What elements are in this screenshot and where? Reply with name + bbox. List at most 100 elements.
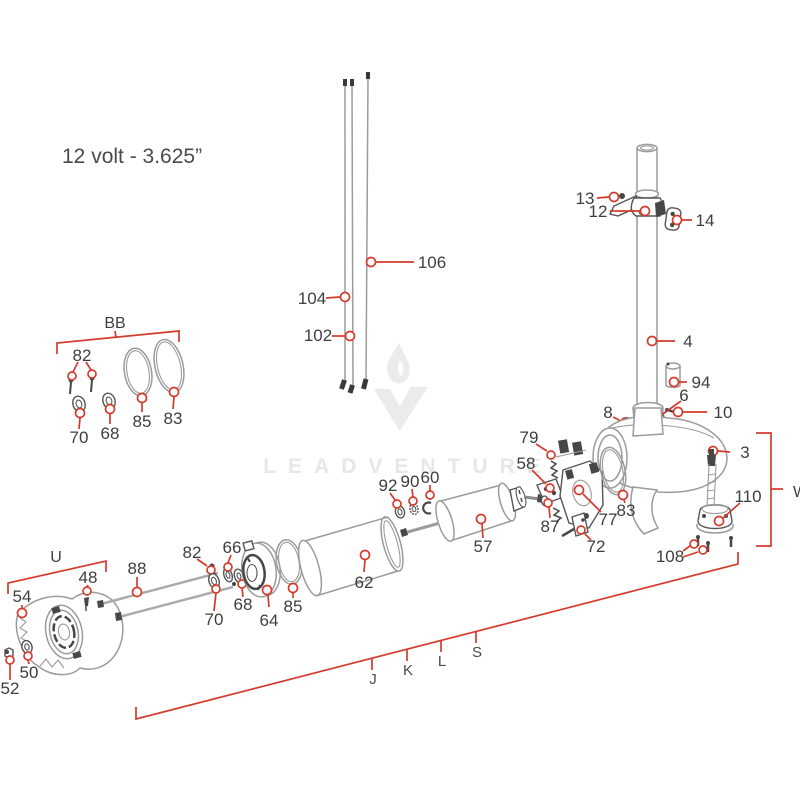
part-label-6: 6 <box>679 386 688 405</box>
callout-79: 79 <box>520 428 556 460</box>
end-cap-54 <box>15 591 124 676</box>
part-label-77: 77 <box>599 510 618 529</box>
callout-m64: 64 <box>260 584 278 630</box>
part-label-68b: 68 <box>234 595 253 614</box>
part-label-70: 70 <box>70 428 89 447</box>
callout-bb-68: 68 <box>101 403 120 443</box>
washer-92 <box>394 505 406 519</box>
callout-58: 58 <box>517 454 555 493</box>
end-bell-64 <box>241 539 281 598</box>
group-label-bb: BB <box>104 315 125 332</box>
callout-90: 90 <box>401 472 420 506</box>
callout-bb-85: 85 <box>133 392 152 431</box>
callout-m68: 68 <box>234 579 253 614</box>
part-label-50: 50 <box>20 663 39 682</box>
callout-12: 12 <box>589 202 651 221</box>
callout-m66: 66 <box>223 538 242 572</box>
part-label-8: 8 <box>603 403 612 422</box>
callout-72: 72 <box>576 525 606 556</box>
part-label-66: 66 <box>223 538 242 557</box>
part-label-70b: 70 <box>205 610 224 629</box>
callout-m62: 62 <box>355 549 374 592</box>
part-label-92: 92 <box>379 476 398 495</box>
group-label-w: W <box>793 484 800 501</box>
e-clip-60 <box>422 501 432 515</box>
callout-bb-82: 82 <box>67 346 97 381</box>
washer-50 <box>21 639 33 655</box>
part-label-110: 110 <box>734 487 761 506</box>
part-label-79: 79 <box>520 428 539 447</box>
part-label-82b: 82 <box>183 543 202 562</box>
callout-106: 106 <box>365 253 446 272</box>
callout-50: 50 <box>20 651 39 682</box>
flame-icon <box>387 343 410 384</box>
part-label-3: 3 <box>740 443 749 462</box>
zone-letter-l: L <box>438 653 446 670</box>
callout-6: 6 <box>659 386 689 417</box>
part-label-68: 68 <box>101 424 120 443</box>
callout-52: 52 <box>1 655 20 698</box>
part-label-83b: 83 <box>617 501 636 520</box>
part-label-4: 4 <box>683 332 692 351</box>
part-label-62: 62 <box>355 573 374 592</box>
part-label-87: 87 <box>541 517 560 536</box>
skeg-fin <box>630 486 660 535</box>
flame-icon-notch <box>397 361 404 376</box>
cables-group: 106 104 102 <box>298 72 446 394</box>
callout-92: 92 <box>379 476 402 509</box>
w-bracket: W <box>756 432 800 547</box>
armature-57 <box>400 482 545 542</box>
part-label-13: 13 <box>576 189 595 208</box>
part-label-52: 52 <box>1 679 20 698</box>
callout-108: 108 <box>656 539 708 566</box>
u-bracket: U <box>7 549 107 594</box>
zone-letter-s: S <box>472 644 482 661</box>
part-label-12: 12 <box>589 202 608 221</box>
washer-90 <box>409 502 419 516</box>
o-ring-85 <box>123 347 153 397</box>
callout-110: 110 <box>713 487 762 527</box>
washer-66 <box>222 567 234 583</box>
callout-102: 102 <box>304 326 356 345</box>
callout-54: 54 <box>13 587 31 619</box>
part-label-82: 82 <box>73 346 92 365</box>
part-label-57: 57 <box>474 537 493 556</box>
callout-bb-83: 83 <box>164 386 182 428</box>
motor-can-62 <box>297 516 404 597</box>
zone-letter-j: J <box>369 671 377 688</box>
group-label-u: U <box>50 549 62 566</box>
callout-88: 88 <box>128 559 147 598</box>
watermark-text: LEADVENTURE <box>263 455 553 478</box>
part-label-85b: 85 <box>284 597 303 616</box>
v-logo-icon <box>374 387 428 431</box>
callout-87: 87 <box>541 498 560 536</box>
callout-m82: 82 <box>183 543 216 575</box>
callout-104: 104 <box>298 289 351 308</box>
o-ring-83 <box>153 338 185 394</box>
part-label-106: 106 <box>418 253 446 272</box>
part-label-10: 10 <box>714 403 733 422</box>
zone-letter-k: K <box>403 662 413 679</box>
callout-77: 77 <box>573 484 618 529</box>
watermark: LEADVENTURE <box>263 343 553 478</box>
callout-57: 57 <box>474 513 493 556</box>
callout-m70: 70 <box>205 584 224 629</box>
callout-48: 48 <box>79 568 97 596</box>
part-label-60: 60 <box>421 468 440 487</box>
callout-bb-70: 70 <box>70 407 89 447</box>
washer-70 <box>72 395 86 413</box>
upper-shaft-assembly: 13 12 14 4 94 6 <box>576 143 733 431</box>
screw-13 <box>619 193 625 199</box>
callout-m83: 83 <box>617 489 636 520</box>
motor-exploded-train: 54 48 52 50 <box>1 428 636 698</box>
bb-group: BB 82 70 68 85 <box>56 315 185 447</box>
part-label-58: 58 <box>517 454 536 473</box>
part-label-72: 72 <box>587 537 606 556</box>
part-label-108: 108 <box>656 547 684 566</box>
part-label-90: 90 <box>401 472 420 491</box>
part-label-85: 85 <box>133 412 152 431</box>
page-title: 12 volt - 3.625” <box>62 145 202 168</box>
part-label-88: 88 <box>128 559 147 578</box>
part-label-14: 14 <box>696 211 715 230</box>
callout-13: 13 <box>576 189 620 208</box>
